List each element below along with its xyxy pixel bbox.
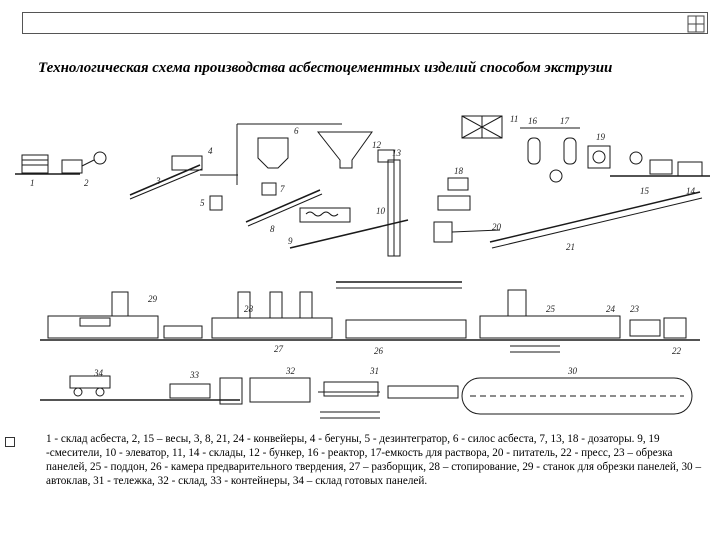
legend-caption: 1 - склад асбеста, 2, 15 – весы, 3, 8, 2…: [46, 433, 702, 487]
label-5: 5: [200, 198, 205, 208]
label-11: 11: [510, 114, 518, 124]
label-20: 20: [492, 222, 502, 232]
label-15: 15: [640, 186, 650, 196]
label-30: 30: [567, 366, 578, 376]
label-17: 17: [560, 116, 570, 126]
diagram-labels: 1 2 3 4 5 6 7 8 9 10 11 12 13 14 15 16 1…: [30, 114, 696, 380]
slide-top-bar: [22, 12, 708, 34]
label-22: 22: [672, 346, 682, 356]
label-29: 29: [148, 294, 158, 304]
label-21: 21: [566, 242, 575, 252]
label-12: 12: [372, 140, 382, 150]
slide-title: Технологическая схема производства асбес…: [38, 60, 613, 76]
middle-production-line: [40, 289, 700, 353]
label-23: 23: [630, 304, 640, 314]
label-28: 28: [244, 304, 254, 314]
label-9: 9: [288, 236, 293, 246]
label-1: 1: [30, 178, 35, 188]
label-24: 24: [606, 304, 616, 314]
label-26: 26: [374, 346, 384, 356]
label-8: 8: [270, 224, 275, 234]
grid-icon: [687, 15, 705, 33]
label-7: 7: [280, 184, 285, 194]
label-13: 13: [392, 148, 402, 158]
label-32: 32: [285, 366, 296, 376]
bottom-line: [40, 375, 693, 419]
label-3: 3: [155, 176, 161, 186]
label-25: 25: [546, 304, 556, 314]
top-process-row: [15, 115, 710, 257]
label-14: 14: [686, 186, 696, 196]
label-27: 27: [274, 344, 284, 354]
label-33: 33: [189, 370, 200, 380]
label-10: 10: [376, 206, 386, 216]
label-31: 31: [369, 366, 379, 376]
label-34: 34: [93, 368, 104, 378]
label-2: 2: [84, 178, 89, 188]
bullet-marker: [5, 437, 15, 447]
label-19: 19: [596, 132, 606, 142]
label-6: 6: [294, 126, 299, 136]
label-18: 18: [454, 166, 464, 176]
label-4: 4: [208, 146, 213, 156]
label-16: 16: [528, 116, 538, 126]
